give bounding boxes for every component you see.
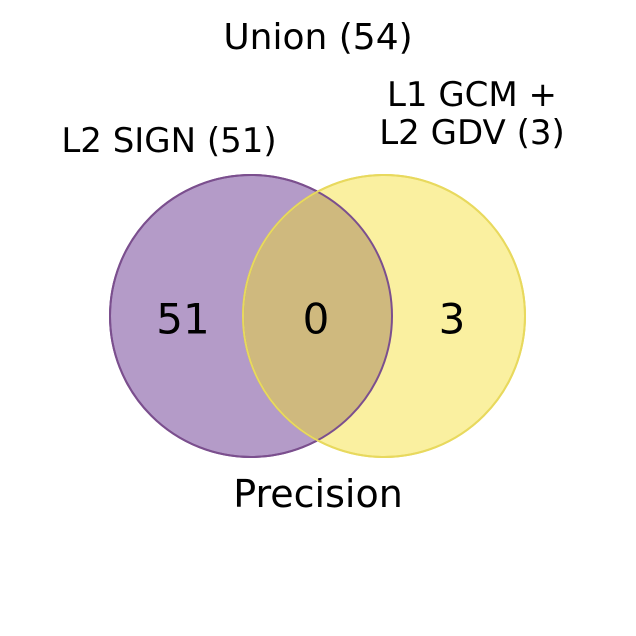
right-set-circle-outline <box>242 174 526 458</box>
right-set-label-line-2: L2 GDV (3) <box>379 113 565 154</box>
left-set-circle-outline <box>109 174 393 458</box>
right-set-label: L1 GCM + L2 GDV (3) <box>338 76 606 152</box>
bottom-title: Precision <box>233 472 403 516</box>
left-set-label: L2 SIGN (51) <box>61 121 277 161</box>
right-set-label-line-1: L1 GCM + <box>386 75 558 115</box>
union-title: Union (54) <box>223 17 413 58</box>
